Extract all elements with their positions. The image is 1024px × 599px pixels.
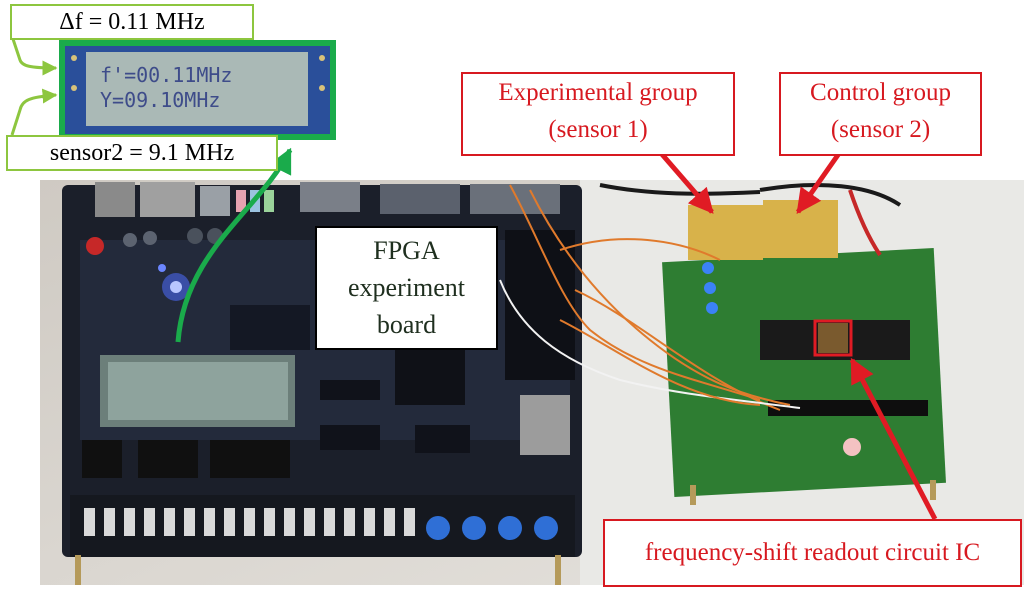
control-group-label: Control group (sensor 2) bbox=[779, 72, 982, 156]
light-green-arrow-sensor2 bbox=[10, 88, 58, 136]
push-buttons bbox=[426, 516, 558, 540]
red-arrow-experimental bbox=[658, 150, 714, 214]
sensor-board bbox=[662, 200, 946, 505]
green-arrow-lcd-to-zoom bbox=[175, 147, 293, 343]
red-arrow-control bbox=[795, 150, 843, 215]
slide-switches bbox=[84, 508, 415, 536]
sensor-ic-highlight bbox=[813, 319, 853, 357]
delta-f-label: Δf = 0.11 MHz bbox=[10, 4, 254, 40]
cables bbox=[499, 183, 902, 411]
lcd-line-2: Y=09.10MHz bbox=[100, 88, 221, 112]
experimental-label-line-1: Experimental group bbox=[498, 79, 698, 106]
control-label-line-2: (sensor 2) bbox=[830, 116, 931, 143]
light-green-arrow-delta bbox=[10, 35, 58, 76]
readout-ic-label: frequency-shift readout circuit IC bbox=[603, 519, 1022, 587]
fpga-label-line-3: board bbox=[376, 310, 437, 339]
lcd-line-1: f'=00.11MHz bbox=[100, 63, 233, 87]
control-label-line-1: Control group bbox=[810, 79, 951, 106]
experimental-group-label: Experimental group (sensor 1) bbox=[461, 72, 735, 156]
zoomed-lcd bbox=[59, 40, 336, 140]
experimental-label-line-2: (sensor 1) bbox=[548, 116, 648, 143]
fpga-label-line-2: experiment bbox=[348, 273, 465, 302]
fpga-board-label: FPGA experiment board bbox=[315, 226, 498, 350]
fpga-label-line-1: FPGA bbox=[373, 236, 440, 265]
sensor2-frequency-label: sensor2 = 9.1 MHz bbox=[6, 135, 278, 171]
red-arrow-ic bbox=[849, 357, 938, 521]
